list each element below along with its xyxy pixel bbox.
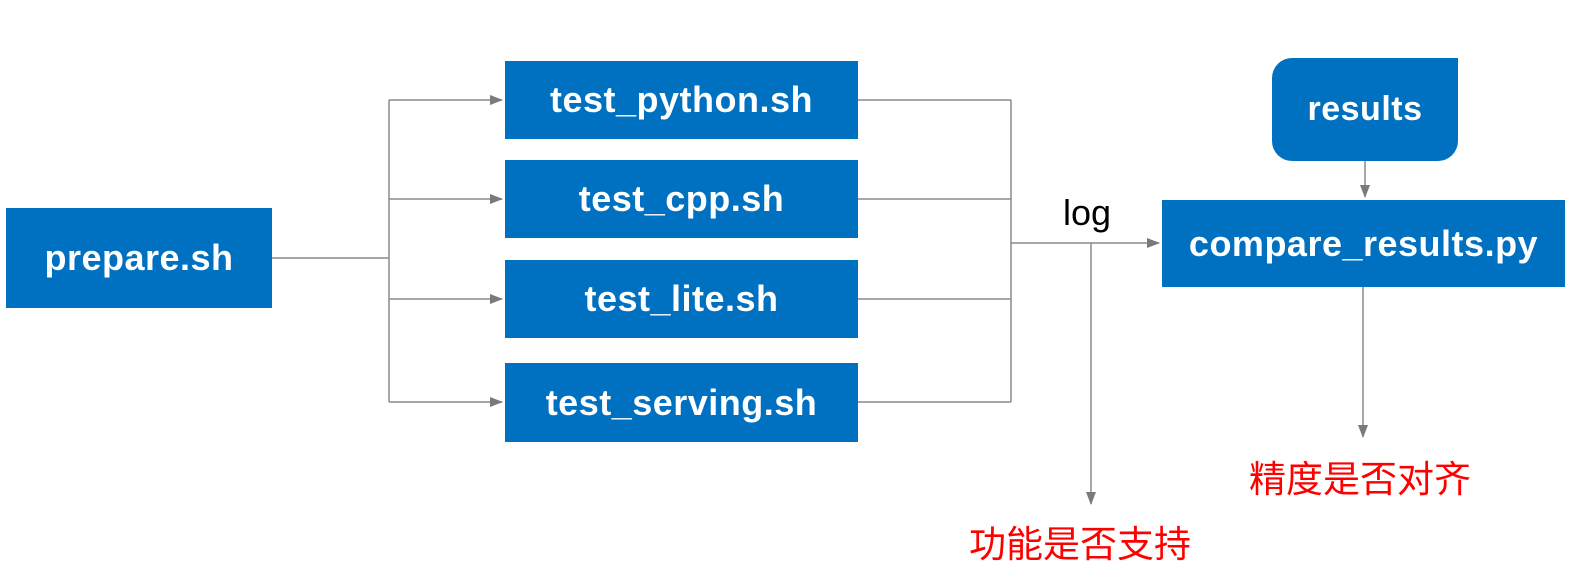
outcome-precision-align: 精度是否对齐 [1249, 459, 1471, 500]
node-test-lite-sh-label: test_lite.sh [584, 278, 779, 319]
node-test-lite-sh: test_lite.sh [505, 260, 858, 338]
node-test-serving-sh-label: test_serving.sh [545, 381, 818, 423]
node-test-python-sh-label: test_python.sh [549, 79, 814, 120]
node-compare-results-py: compare_results.py [1162, 200, 1565, 287]
node-test-cpp-sh-label: test_cpp.sh [578, 178, 785, 219]
node-results-label: results [1307, 90, 1423, 128]
node-test-cpp-sh: test_cpp.sh [505, 160, 858, 238]
node-prepare-sh: prepare.sh [6, 208, 272, 308]
node-results: results [1272, 58, 1458, 161]
node-test-serving-sh: test_serving.sh [505, 363, 858, 442]
node-test-python-sh: test_python.sh [505, 61, 858, 139]
node-compare-results-py-label: compare_results.py [1188, 222, 1539, 264]
edge-label-log: log [1062, 192, 1112, 233]
node-prepare-sh-label: prepare.sh [44, 237, 234, 278]
outcome-function-support: 功能是否支持 [969, 524, 1191, 565]
